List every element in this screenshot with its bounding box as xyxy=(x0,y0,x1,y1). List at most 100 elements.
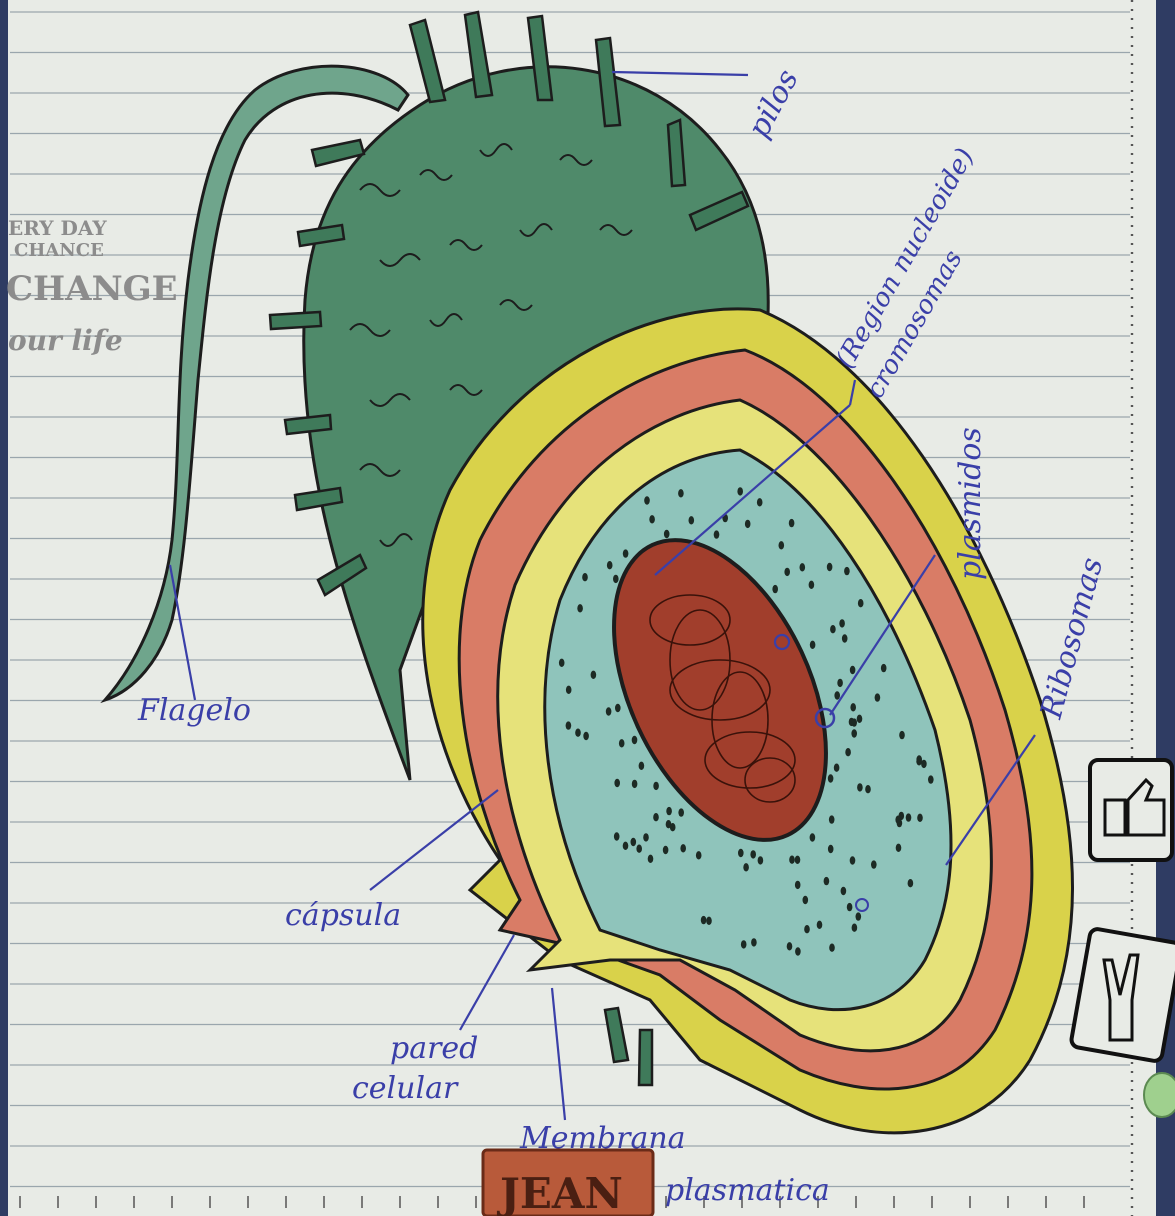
ribosome-dot xyxy=(828,845,834,853)
ribosome-dot xyxy=(696,851,702,859)
ribosome-dot xyxy=(644,496,650,504)
ribosome-dot xyxy=(606,707,612,715)
ribosome-dot xyxy=(795,947,801,955)
ribosome-dot xyxy=(795,856,801,864)
thumbs-up-sticker xyxy=(1090,760,1172,860)
ribosome-dot xyxy=(800,563,806,571)
ribosome-dot xyxy=(745,520,751,528)
ribosome-dot xyxy=(857,715,863,723)
ribosome-dot xyxy=(857,783,863,791)
ribosome-dot xyxy=(670,823,676,831)
ribosome-dot xyxy=(809,581,815,589)
ribosome-dot xyxy=(689,516,695,524)
ribosome-dot xyxy=(636,845,642,853)
ribosome-dot xyxy=(741,940,747,948)
ribosome-dot xyxy=(632,780,638,788)
ribosome-dot xyxy=(856,912,862,920)
jean-leather-patch: JEAN xyxy=(483,1150,653,1216)
ribosome-dot xyxy=(841,887,847,895)
ribosome-dot xyxy=(632,736,638,744)
ribosome-dot xyxy=(810,641,816,649)
ribosome-dot xyxy=(830,625,836,633)
ribosome-dot xyxy=(663,846,669,854)
sticker-line-2: CHANCE xyxy=(14,240,104,261)
ribosome-dot xyxy=(750,850,756,858)
ribosome-dot xyxy=(837,679,843,687)
ribosome-dot xyxy=(664,530,670,538)
ribosome-dot xyxy=(844,567,850,575)
ribosome-dot xyxy=(623,549,629,557)
patch-text: JEAN xyxy=(496,1169,623,1216)
ribosome-dot xyxy=(653,813,659,821)
button-decoration xyxy=(1144,1073,1175,1117)
ribosome-dot xyxy=(817,921,823,929)
ribosome-dot xyxy=(895,816,901,824)
ribosome-dot xyxy=(906,813,912,821)
ribosome-dot xyxy=(743,863,749,871)
ribosome-dot xyxy=(779,541,785,549)
ribosome-dot xyxy=(737,487,743,495)
ribosome-dot xyxy=(847,903,853,911)
ribosome-dot xyxy=(577,604,583,612)
label-plasmidos: plasmidos xyxy=(953,427,988,580)
ribosome-dot xyxy=(850,703,856,711)
ribosome-dot xyxy=(842,634,848,642)
ribosome-dot xyxy=(804,925,810,933)
ribosome-dot xyxy=(714,530,720,538)
ribosome-dot xyxy=(896,844,902,852)
ribosome-dot xyxy=(582,573,588,581)
ribosome-dot xyxy=(834,764,840,772)
ribosome-dot xyxy=(575,729,581,737)
ribosome-dot xyxy=(614,779,620,787)
ribosome-dot xyxy=(706,917,712,925)
ribosome-dot xyxy=(666,807,672,815)
ribosome-dot xyxy=(631,838,637,846)
ribosome-dot xyxy=(851,729,857,737)
ribosome-dot xyxy=(623,842,629,850)
ribosome-dot xyxy=(875,693,881,701)
ribosome-dot xyxy=(591,671,597,679)
ribosome-dot xyxy=(680,844,686,852)
ribosome-dot xyxy=(772,585,778,593)
ribosome-dot xyxy=(607,561,613,569)
ribosome-dot xyxy=(928,775,934,783)
label-flagelo: Flagelo xyxy=(137,693,251,728)
ribosome-dot xyxy=(701,916,707,924)
ribosome-dot xyxy=(829,815,835,823)
ribosome-dot xyxy=(852,924,858,932)
sticker-line-4: our life xyxy=(8,324,123,357)
ribosome-dot xyxy=(649,515,655,523)
ribosome-dot xyxy=(839,619,845,627)
ribosome-dot xyxy=(858,599,864,607)
ribosome-dot xyxy=(810,833,816,841)
ribosome-dot xyxy=(899,731,905,739)
ribosome-dot xyxy=(566,721,572,729)
ribosome-dot xyxy=(758,856,764,864)
ribosome-dot xyxy=(850,666,856,674)
ribosome-dot xyxy=(849,718,855,726)
ribosome-dot xyxy=(829,944,835,952)
ribosome-dot xyxy=(827,563,833,571)
label-celular: celular xyxy=(352,1071,459,1106)
ribosome-dot xyxy=(643,833,649,841)
ribosome-dot xyxy=(678,808,684,816)
ribosome-dot xyxy=(787,942,793,950)
ribosome-dot xyxy=(824,877,830,885)
ribosome-dot xyxy=(615,704,621,712)
label-capsula: cápsula xyxy=(285,898,401,933)
ribosome-dot xyxy=(639,762,645,770)
ribosome-dot xyxy=(614,832,620,840)
label-pared: pared xyxy=(390,1031,478,1066)
ribosome-dot xyxy=(871,860,877,868)
ribosome-dot xyxy=(834,691,840,699)
ribosome-dot xyxy=(738,849,744,857)
ribosome-dot xyxy=(678,489,684,497)
sticker-line-1: ERY DAY xyxy=(8,216,107,240)
ribosome-dot xyxy=(803,896,809,904)
ribosome-dot xyxy=(795,881,801,889)
peace-sign-sticker xyxy=(1070,928,1175,1062)
ribosome-dot xyxy=(751,938,757,946)
ribosome-dot xyxy=(917,814,923,822)
ribosome-dot xyxy=(845,748,851,756)
ribosome-dot xyxy=(648,855,654,863)
